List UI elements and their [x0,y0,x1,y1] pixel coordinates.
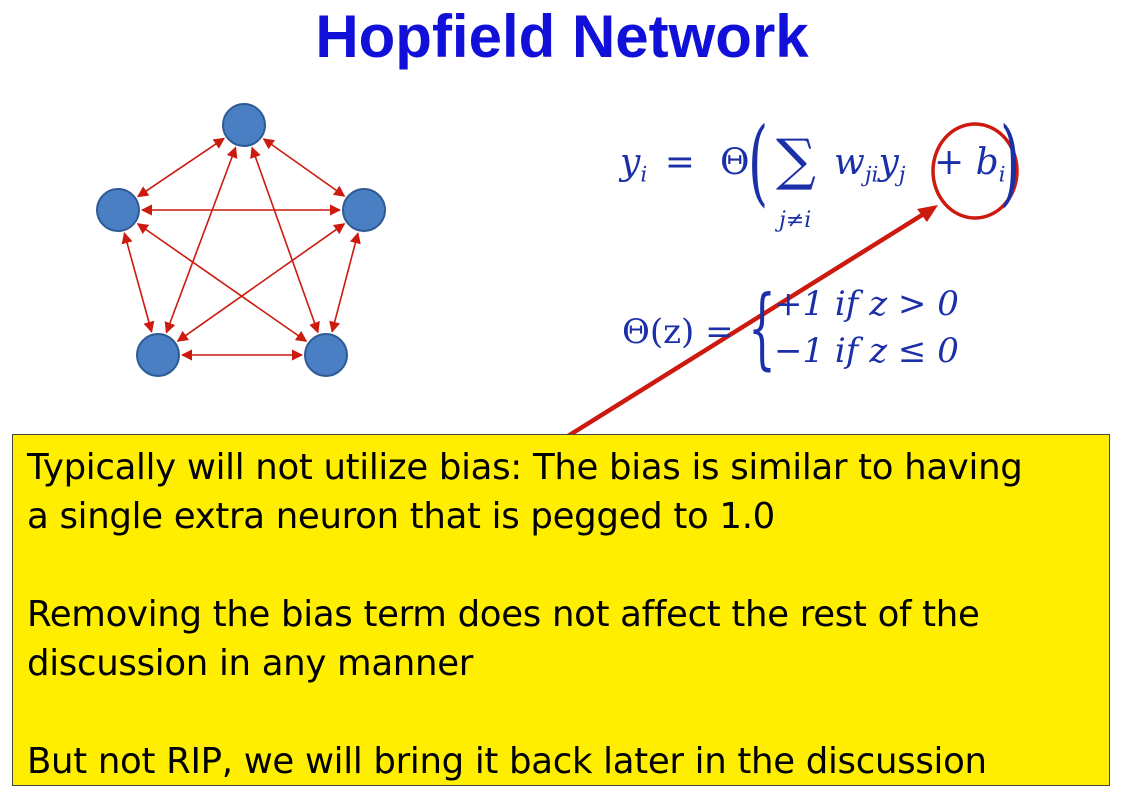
slide-title: Hopfield Network [315,3,809,70]
neuron-node-3 [342,188,386,232]
eq-sum-symbol: ∑ [776,128,816,193]
network-edges [121,137,361,361]
bias-pointer-arrowhead [917,205,938,222]
eq-plus-b: + b [934,142,999,183]
edge-0-3 [164,146,238,334]
callout-line-1: Typically will not utilize bias: The bia… [27,447,1023,488]
eq-sum-index: j≠i [779,208,812,233]
bias-highlight-circle [931,122,1019,220]
bias-note-callout: Typically will not utilize bias: The bia… [12,434,1110,786]
edge-1-4 [136,223,308,342]
eq-y: y [878,142,899,183]
eq-w-sub: ji [864,162,879,188]
eq-bias-sub: i [998,162,1006,188]
threshold-case-2: −1 if z ≤ 0 [774,331,959,371]
eq-right-paren: ) [1000,108,1021,217]
eq-term: wjiyj [834,142,905,188]
callout-line-2: a single extra neuron that is pegged to … [27,496,775,537]
callout-line-4: discussion in any manner [27,643,474,684]
neuron-node-1 [222,103,266,147]
eq-y-sub: j [898,162,906,188]
eq-left-paren: ( [748,108,769,217]
edge-0-2 [262,138,346,197]
threshold-case-1: +1 if z > 0 [774,284,959,324]
update-equation: yi = [620,142,695,188]
edge-2-3 [176,223,346,342]
bias-pointer-line [566,208,932,438]
eq-equals: = [664,142,695,183]
neuron-node-5 [304,333,348,377]
edge-1-3 [121,232,155,333]
eq-lhs-y: y [620,142,641,183]
neuron-node-2 [96,188,140,232]
eq-lhs-sub: i [640,162,648,188]
eq-bias: + bi [934,142,1006,188]
threshold-lhs: Θ(z) = [622,312,734,352]
eq-w: w [834,142,865,183]
edge-0-4 [250,146,320,334]
neuron-node-4 [136,333,180,377]
network-nodes [96,103,386,377]
eq-theta: Θ [720,142,750,183]
callout-line-3: Removing the bias term does not affect t… [27,594,980,635]
threshold-brace: { [748,276,776,379]
edge-0-1 [136,137,226,198]
edge-2-4 [329,232,361,333]
callout-line-5: But not RIP, we will bring it back later… [27,741,987,782]
